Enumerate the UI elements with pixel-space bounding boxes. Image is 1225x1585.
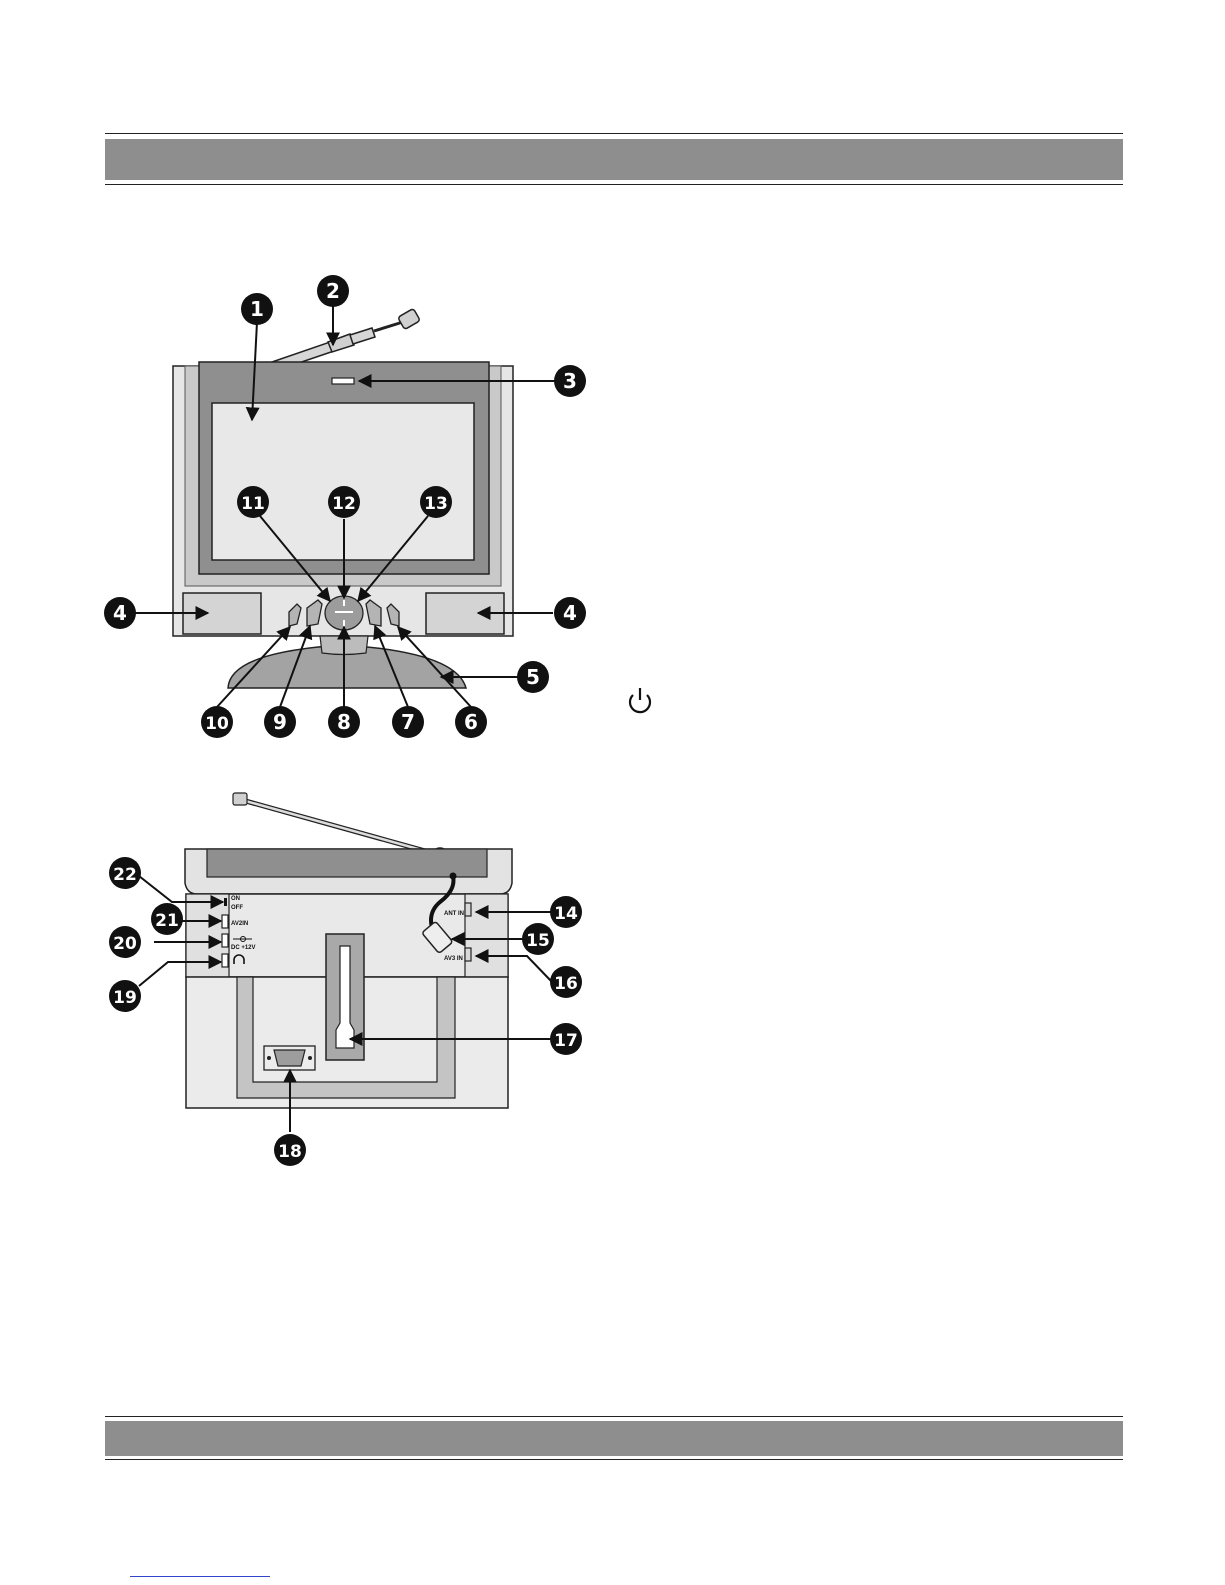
callout-12: 12	[328, 486, 360, 518]
callout-number: 18	[278, 1142, 302, 1162]
callout-number: 7	[401, 710, 415, 734]
callout-number: 10	[205, 714, 229, 734]
headphone-jack	[222, 954, 228, 967]
callout-22: 22	[109, 857, 141, 889]
callout-14: 14	[550, 896, 582, 928]
callout-number: 22	[113, 865, 137, 885]
ir-sensor	[332, 378, 354, 384]
callout-number: 14	[554, 904, 578, 924]
callout-2: 2	[317, 275, 349, 307]
callout-number: 8	[337, 710, 351, 734]
front-antenna	[272, 308, 420, 370]
callout-number: 4	[563, 601, 577, 625]
callout-19: 19	[109, 980, 141, 1012]
callout-4: 4	[104, 597, 136, 629]
callout-4: 4	[554, 597, 586, 629]
callout-18: 18	[274, 1134, 306, 1166]
callout-8: 8	[328, 706, 360, 738]
callout-16: 16	[550, 966, 582, 998]
av2-jack	[222, 915, 228, 928]
label-av2in: AV2IN	[231, 921, 248, 927]
callout-number: 21	[155, 911, 179, 931]
callout-number: 2	[326, 279, 340, 303]
callout-number: 17	[554, 1031, 578, 1051]
callout-number: 19	[113, 988, 137, 1008]
callout-20: 20	[109, 926, 141, 958]
callout-9: 9	[264, 706, 296, 738]
callout-5: 5	[517, 661, 549, 693]
callout-11: 11	[237, 486, 269, 518]
av3-jack	[465, 948, 471, 961]
callout-number: 12	[332, 494, 356, 514]
callout-1: 1	[241, 293, 273, 325]
d-sub-connector-icon	[264, 1046, 315, 1070]
callout-number: 3	[563, 369, 577, 393]
callout-number: 15	[526, 931, 550, 951]
callout-13: 13	[420, 486, 452, 518]
callout-6: 6	[455, 706, 487, 738]
callout-10: 10	[201, 706, 233, 738]
label-dc12v: DC +12V	[231, 945, 256, 951]
callout-number: 9	[273, 710, 287, 734]
callout-number: 6	[464, 710, 478, 734]
callout-number: 11	[241, 494, 265, 514]
callout-7: 7	[392, 706, 424, 738]
label-off: OFF	[231, 905, 243, 911]
ant-jack	[465, 903, 471, 916]
callout-21: 21	[151, 903, 183, 935]
dc-jack	[222, 934, 228, 947]
callout-number: 5	[526, 665, 540, 689]
label-on: ON	[231, 896, 240, 902]
label-ant-in: ANT IN	[444, 911, 464, 917]
power-icon	[630, 688, 650, 712]
callout-3: 3	[554, 365, 586, 397]
callout-number: 16	[554, 974, 578, 994]
callout-number: 20	[113, 934, 137, 954]
callout-17: 17	[550, 1023, 582, 1055]
callout-15: 15	[522, 923, 554, 955]
callout-number: 4	[113, 601, 127, 625]
rear-view: ON OFF AV2IN DC +12V ANT IN AV3 IN	[139, 793, 552, 1132]
callout-number: 1	[250, 297, 264, 321]
label-av3-in: AV3 IN	[444, 956, 463, 962]
callout-number: 13	[424, 494, 448, 514]
